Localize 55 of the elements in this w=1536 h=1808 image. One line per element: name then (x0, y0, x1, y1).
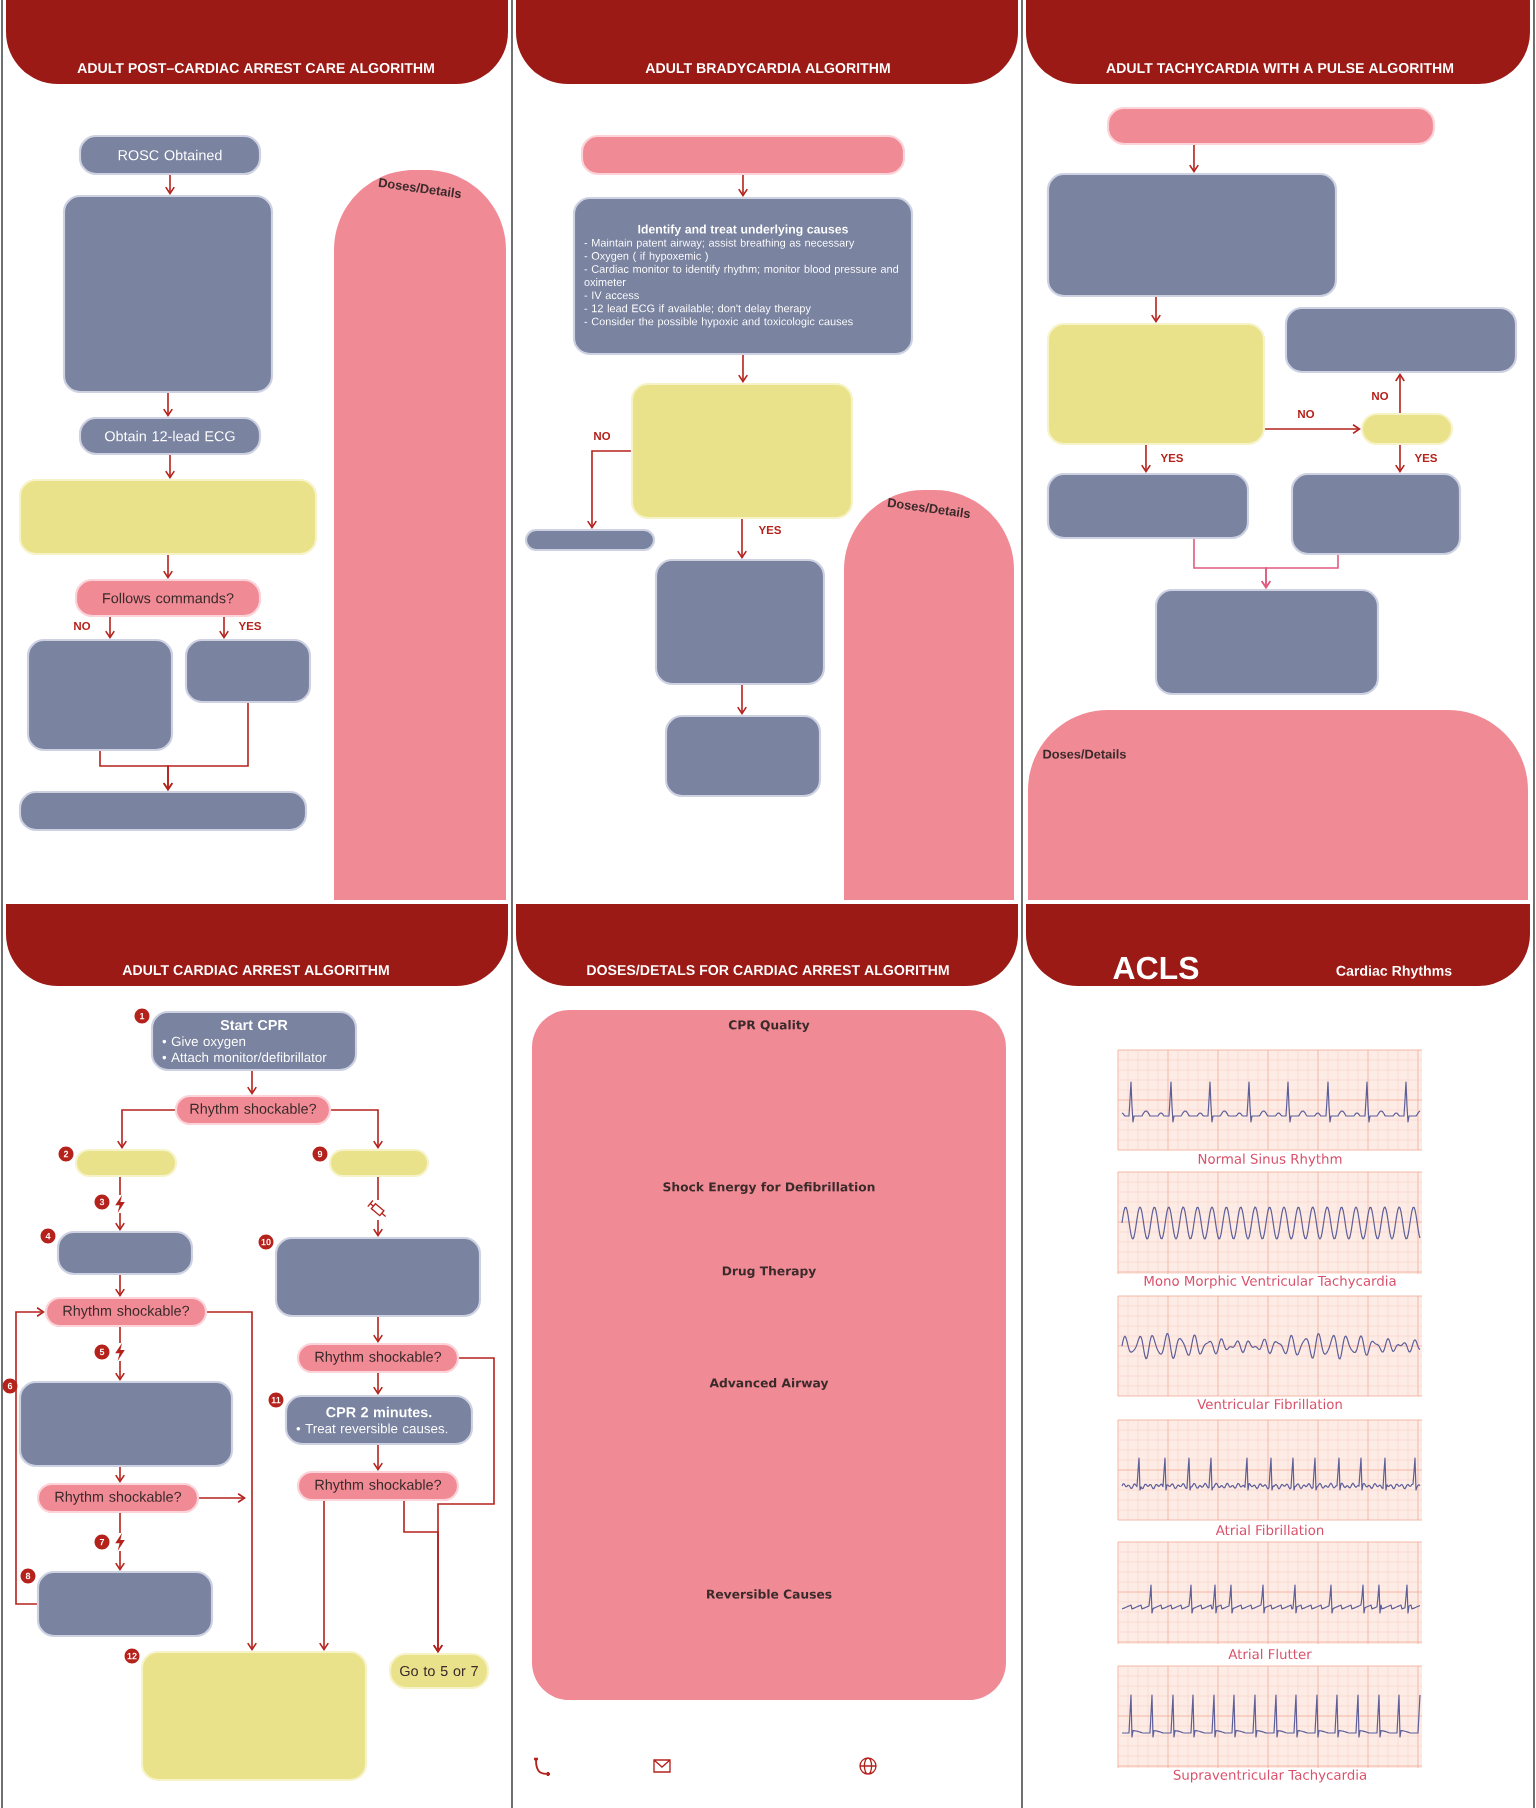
arrow (162, 702, 249, 791)
arrow (736, 518, 748, 559)
arrow (162, 554, 174, 579)
process-box (1046, 172, 1338, 298)
arrow (114, 1512, 126, 1571)
arrow (246, 1070, 258, 1095)
arrow (1394, 444, 1406, 473)
process-box (1360, 412, 1454, 446)
process-box (62, 194, 274, 394)
process-box (1284, 306, 1518, 374)
arrow (586, 450, 632, 529)
arrow (330, 1109, 384, 1149)
process-box (1154, 588, 1380, 696)
arrow (372, 1444, 384, 1471)
arrow (1150, 296, 1162, 323)
arrow (218, 616, 230, 639)
arrow (114, 1274, 126, 1297)
arrow (1394, 373, 1406, 414)
arrow (1140, 444, 1152, 473)
process-box (630, 382, 854, 520)
arrow (164, 454, 176, 479)
decision-pill (580, 134, 906, 176)
process-box (1046, 322, 1266, 446)
header-title: ACLS (1113, 956, 1199, 980)
process-box (1290, 472, 1462, 556)
arrow (1260, 554, 1339, 589)
arrow (736, 684, 748, 715)
arrow (114, 1326, 126, 1381)
arrow (1264, 423, 1361, 435)
arrow (15, 1306, 45, 1605)
arrow (114, 1466, 126, 1483)
process-box (664, 714, 822, 798)
decision-pill (1106, 106, 1436, 146)
process-box (18, 478, 318, 556)
process-box (26, 638, 174, 752)
arrow (104, 616, 116, 639)
arrow (318, 1500, 330, 1651)
process-box (184, 638, 312, 704)
process-box (1046, 472, 1250, 540)
arrow (372, 1372, 384, 1395)
arrow (372, 1316, 384, 1343)
arrow (372, 1176, 384, 1237)
arrow (1188, 144, 1200, 173)
arrow (164, 174, 176, 195)
process-box (18, 790, 308, 832)
arrow (403, 1500, 444, 1653)
arrow (162, 392, 174, 417)
arrow (737, 174, 749, 197)
arrow (114, 1176, 126, 1231)
process-box (654, 558, 826, 686)
arrow (206, 1311, 258, 1651)
arrow (116, 1109, 176, 1149)
arrow (198, 1492, 246, 1504)
arrow (737, 354, 749, 383)
process-box (524, 528, 656, 552)
